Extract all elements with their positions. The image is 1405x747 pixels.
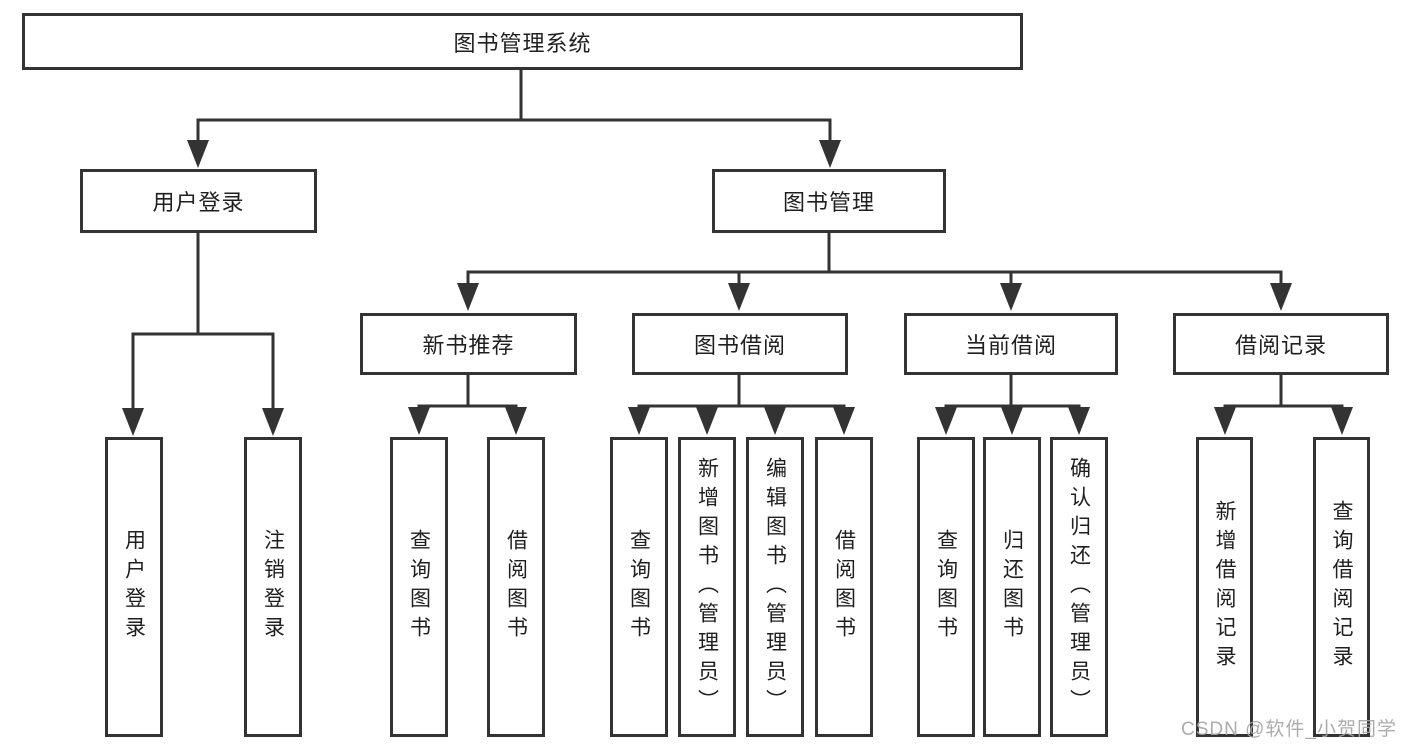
- node-leaf-query-books-1: 查询图书: [390, 437, 448, 737]
- node-leaf-query-books-1-label: 查询图书: [407, 529, 431, 645]
- node-leaf-return-book-label: 归还图书: [1000, 529, 1024, 645]
- node-leaf-logout: 注销登录: [244, 437, 302, 737]
- node-leaf-borrow-books-2: 借阅图书: [815, 437, 873, 737]
- node-leaf-add-book-admin-label: 新增图书（管理员）: [695, 456, 719, 718]
- node-leaf-user-login: 用户登录: [105, 437, 163, 737]
- node-leaf-query-books-2: 查询图书: [610, 437, 668, 737]
- arrowheads: [122, 140, 1353, 436]
- node-leaf-borrow-books-1: 借阅图书: [487, 437, 545, 737]
- node-root-label: 图书管理系统: [453, 30, 592, 56]
- node-leaf-query-books-2-label: 查询图书: [627, 529, 651, 645]
- node-leaf-query-borrow-record-label: 查询借阅记录: [1330, 500, 1353, 674]
- node-book-management: 图书管理: [712, 169, 946, 233]
- node-book-management-label: 图书管理: [782, 190, 875, 215]
- node-leaf-confirm-return-admin: 确认归还（管理员）: [1050, 437, 1108, 737]
- node-leaf-query-books-3: 查询图书: [917, 437, 975, 737]
- node-book-borrow: 图书借阅: [632, 313, 848, 375]
- node-leaf-query-borrow-record: 查询借阅记录: [1313, 437, 1370, 737]
- node-leaf-user-login-label: 用户登录: [122, 529, 146, 645]
- node-borrow-records-label: 借阅记录: [1234, 333, 1327, 358]
- node-new-book-recommend-label: 新书推荐: [422, 333, 515, 358]
- node-new-book-recommend: 新书推荐: [360, 313, 577, 375]
- node-leaf-borrow-books-2-label: 借阅图书: [832, 529, 856, 645]
- node-leaf-return-book: 归还图书: [983, 437, 1041, 737]
- node-leaf-add-borrow-record-label: 新增借阅记录: [1213, 500, 1236, 674]
- node-leaf-edit-book-admin-label: 编辑图书（管理员）: [763, 456, 787, 718]
- node-leaf-edit-book-admin: 编辑图书（管理员）: [746, 437, 804, 737]
- node-leaf-add-book-admin: 新增图书（管理员）: [678, 437, 736, 737]
- node-leaf-logout-label: 注销登录: [261, 529, 285, 645]
- node-leaf-query-books-3-label: 查询图书: [934, 529, 958, 645]
- node-borrow-records: 借阅记录: [1173, 313, 1389, 375]
- node-user-login: 用户登录: [80, 169, 317, 233]
- node-leaf-confirm-return-admin-label: 确认归还（管理员）: [1067, 456, 1091, 718]
- node-current-borrow: 当前借阅: [904, 313, 1118, 375]
- csdn-watermark: CSDN @软件_小贺同学: [1181, 719, 1397, 740]
- node-current-borrow-label: 当前借阅: [964, 333, 1057, 358]
- node-leaf-borrow-books-1-label: 借阅图书: [504, 529, 528, 645]
- node-user-login-label: 用户登录: [152, 190, 245, 215]
- node-root: 图书管理系统: [22, 13, 1023, 70]
- node-leaf-add-borrow-record: 新增借阅记录: [1196, 437, 1253, 737]
- node-book-borrow-label: 图书借阅: [693, 333, 786, 358]
